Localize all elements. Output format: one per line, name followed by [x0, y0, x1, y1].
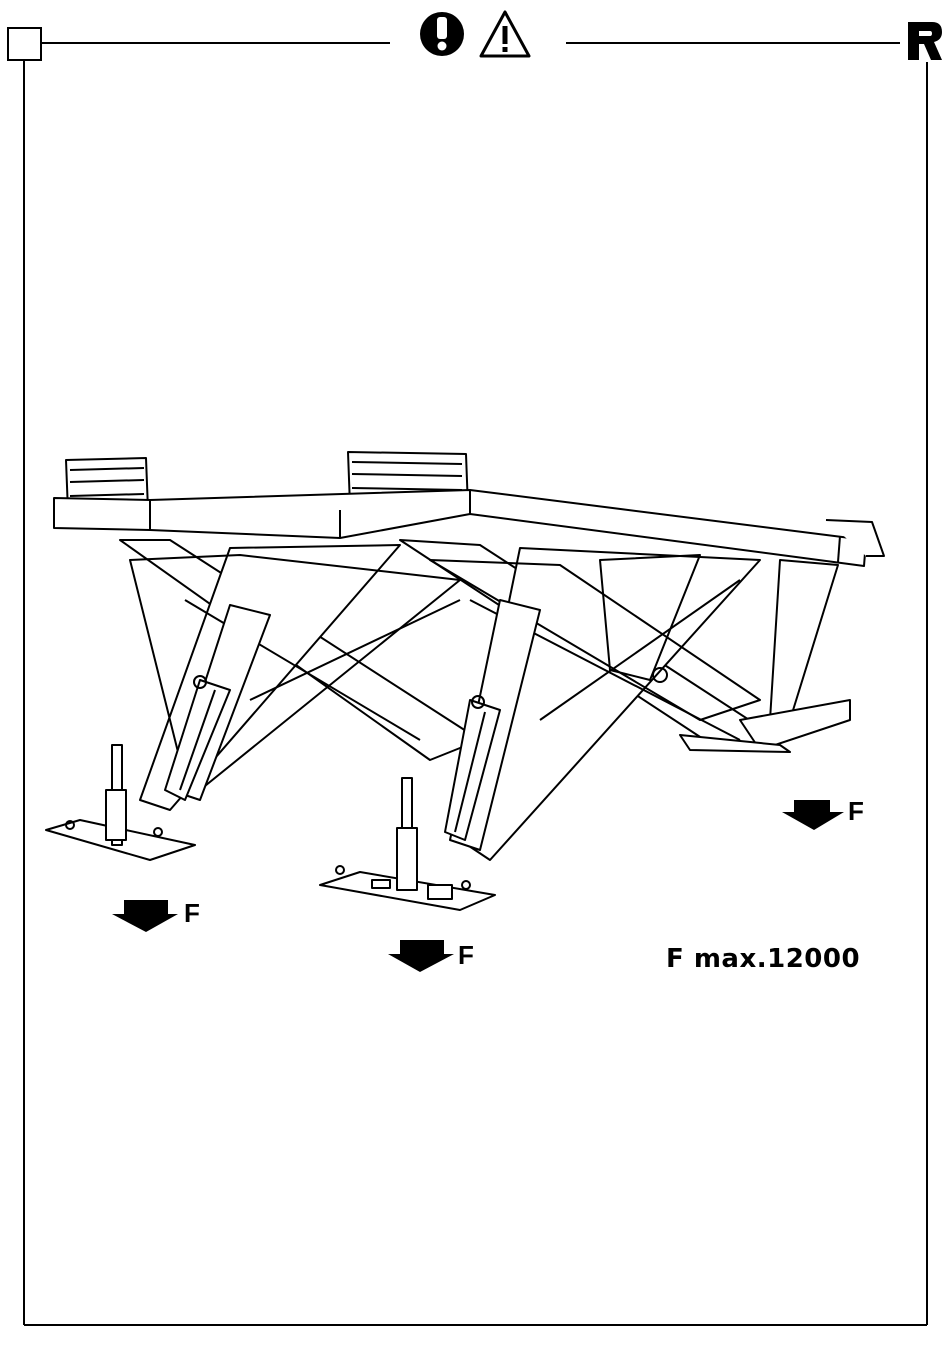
force-arrow-1: [112, 900, 178, 932]
force-label-f-left: F: [184, 900, 200, 926]
force-arrow-2: [388, 940, 454, 972]
corner-box: [8, 28, 41, 60]
force-label-f-center: F: [458, 942, 474, 968]
force-label-f-right: F: [848, 798, 864, 824]
brand-r-logo: [908, 22, 942, 60]
exclamation-circle-icon: [420, 12, 464, 56]
max-force-label: F max.12000: [666, 944, 860, 974]
scissor-lift-illustration: [46, 452, 884, 910]
warning-triangle-icon: [481, 12, 529, 56]
force-arrow-3: [782, 800, 844, 830]
